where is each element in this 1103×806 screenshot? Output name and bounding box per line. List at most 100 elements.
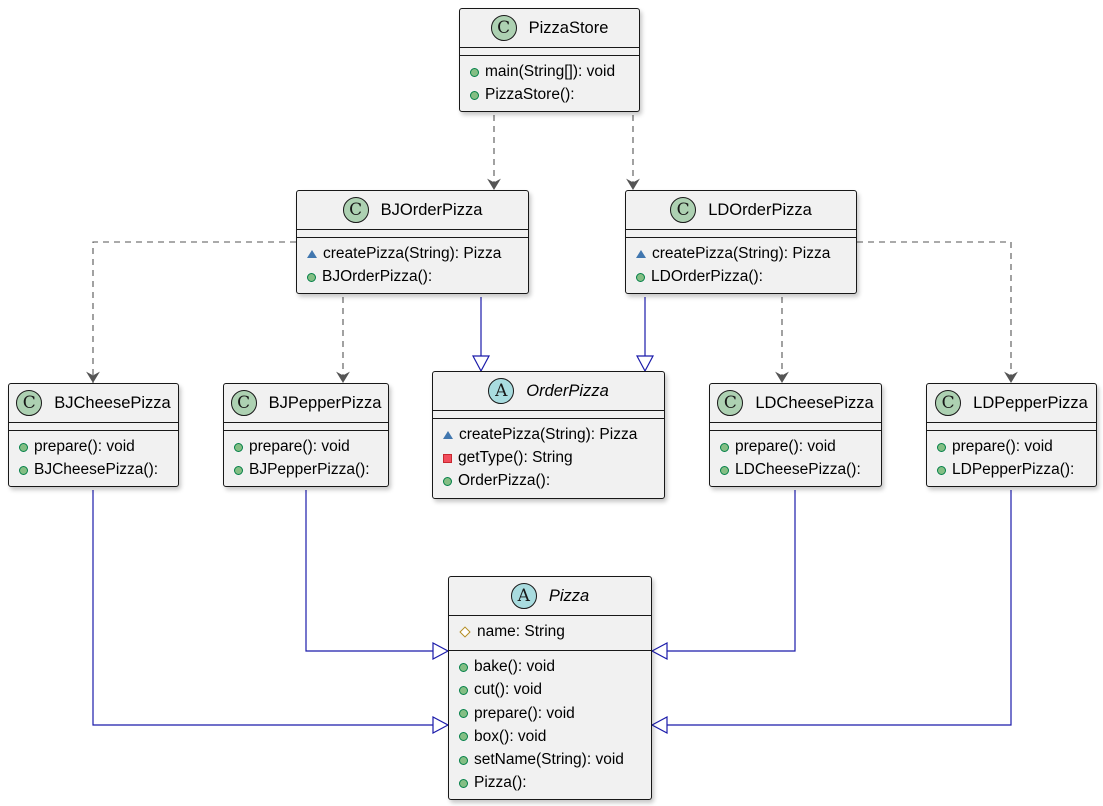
method-row: prepare(): void <box>19 437 135 457</box>
method-row: createPizza(String): Pizza <box>443 425 637 445</box>
arrowhead-icon <box>336 371 350 383</box>
class-icon: C <box>230 390 257 416</box>
public-visibility-icon <box>937 465 946 475</box>
method-row: createPizza(String): Pizza <box>636 244 830 264</box>
method-row: BJCheesePizza(): <box>19 460 158 480</box>
method-text: prepare(): void <box>735 438 836 455</box>
generalization-ldorderpizza-to-orderpizza <box>636 297 654 373</box>
class-name: LDOrderPizza <box>708 200 812 219</box>
method-row: prepare(): void <box>937 437 1053 457</box>
compartment-divider <box>297 229 528 230</box>
class-name: PizzaStore <box>528 18 609 37</box>
arrowhead-icon <box>775 371 789 383</box>
compartment-divider <box>710 430 881 431</box>
method-row: OrderPizza(): <box>443 471 550 491</box>
method-text: box(): void <box>474 727 547 745</box>
method-row: Pizza(): <box>459 773 527 793</box>
dependency-bjorderpizza-to-bjpepperpizza <box>336 297 350 383</box>
compartment-divider <box>433 410 664 411</box>
class-icon: C <box>16 390 43 416</box>
inheritance-triangle-icon <box>432 642 450 660</box>
method-text: getType(): String <box>458 449 573 467</box>
public-visibility-icon <box>459 755 468 765</box>
compartment-divider <box>224 422 388 423</box>
inheritance-triangle-icon <box>636 355 654 373</box>
public-visibility-icon <box>443 476 452 486</box>
class-header: C LDOrderPizza <box>626 191 856 229</box>
field-row: name: String <box>459 622 565 642</box>
method-text: createPizza(String): Pizza <box>459 426 638 443</box>
compartment-divider <box>433 418 664 419</box>
method-row: LDCheesePizza(): <box>720 460 861 480</box>
method-row: BJPepperPizza(): <box>234 460 370 480</box>
inheritance-triangle-icon <box>472 355 490 373</box>
class-icon: C <box>490 15 517 41</box>
public-visibility-icon <box>459 662 468 672</box>
class-name: OrderPizza <box>526 381 609 400</box>
public-visibility-icon <box>234 442 243 452</box>
arrowhead-icon <box>1004 371 1018 383</box>
compartment-divider <box>9 430 178 431</box>
compartment-divider <box>710 422 881 423</box>
class-name: BJOrderPizza <box>380 200 483 219</box>
method-text: bake(): void <box>474 658 555 676</box>
method-text: LDOrderPizza(): <box>651 268 763 286</box>
inheritance-triangle-icon <box>650 642 668 660</box>
public-visibility-icon <box>459 709 468 719</box>
method-row: getType(): String <box>443 448 573 468</box>
public-visibility-icon <box>636 272 645 282</box>
class-name: Pizza <box>548 586 590 605</box>
method-row: setName(String): void <box>459 750 624 770</box>
method-text: cut(): void <box>474 681 543 699</box>
field-text: name: String <box>477 623 565 640</box>
public-visibility-icon <box>720 465 729 475</box>
method-row: prepare(): void <box>459 704 575 724</box>
generalization-ldpepperpizza-to-pizza <box>650 490 1012 734</box>
method-text: OrderPizza(): <box>458 472 551 490</box>
method-row: createPizza(String): Pizza <box>307 244 501 264</box>
arrowhead-icon <box>626 178 640 190</box>
public-visibility-icon <box>459 732 468 742</box>
class-name: LDCheesePizza <box>755 393 874 412</box>
compartment-divider <box>927 430 1096 431</box>
public-visibility-icon <box>19 442 28 452</box>
method-row: main(String[]): void <box>470 62 615 82</box>
public-visibility-icon <box>307 272 316 282</box>
method-text: BJPepperPizza(): <box>249 461 370 479</box>
arrowhead-icon <box>487 178 501 190</box>
public-visibility-icon <box>937 442 946 452</box>
method-text: prepare(): void <box>474 704 575 722</box>
dependency-bjorderpizza-to-bjcheesepizza <box>86 241 296 383</box>
method-row: LDPepperPizza(): <box>937 460 1074 480</box>
dependency-pizzastore-to-ldorderpizza <box>626 115 640 190</box>
compartment-divider <box>297 237 528 238</box>
method-row: PizzaStore(): <box>470 85 575 105</box>
method-row: bake(): void <box>459 657 555 677</box>
method-text: createPizza(String): Pizza <box>323 245 502 262</box>
class-icon: C <box>670 197 697 223</box>
method-row: prepare(): void <box>720 437 836 457</box>
dependency-pizzastore-to-bjorderpizza <box>487 115 501 190</box>
method-text: setName(String): void <box>474 751 624 768</box>
method-text: prepare(): void <box>249 438 350 455</box>
method-text: LDPepperPizza(): <box>952 461 1075 479</box>
method-text: BJOrderPizza(): <box>322 268 433 286</box>
method-text: PizzaStore(): <box>485 86 575 104</box>
public-visibility-icon <box>19 465 28 475</box>
class-header: C PizzaStore <box>460 9 639 47</box>
method-text: LDCheesePizza(): <box>735 461 861 479</box>
